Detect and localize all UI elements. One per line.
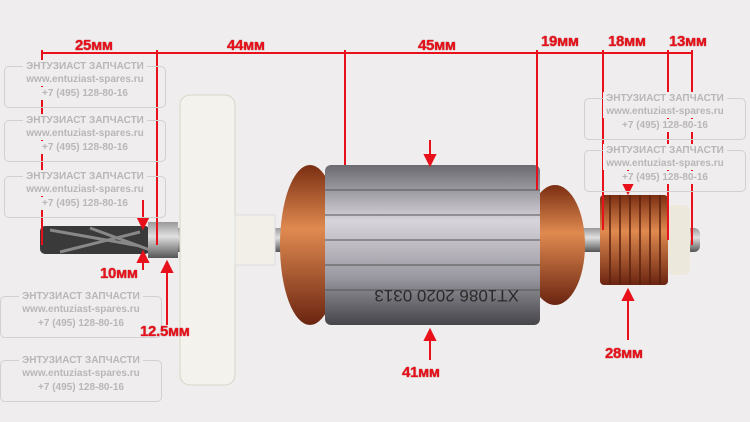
dim-length-1: 25мм (75, 37, 113, 54)
dim-commutator-diameter: 28мм (605, 345, 643, 362)
dim-length-5: 18мм (608, 33, 646, 50)
dim-rotor-diameter: 41мм (402, 364, 440, 381)
dim-length-2: 44мм (227, 37, 265, 54)
dim-bearing-diameter: 12.5мм (140, 323, 190, 340)
dim-length-6: 13мм (669, 33, 707, 50)
fan (179, 94, 276, 386)
dim-shaft-diameter: 10мм (100, 265, 138, 282)
dim-length-3: 45мм (418, 37, 456, 54)
rotor-core: XT1086 2020 0313 (325, 165, 540, 325)
commutator (600, 195, 690, 285)
dim-length-4: 19мм (541, 33, 579, 50)
rotor-marking: XT1086 2020 0313 (374, 286, 519, 305)
